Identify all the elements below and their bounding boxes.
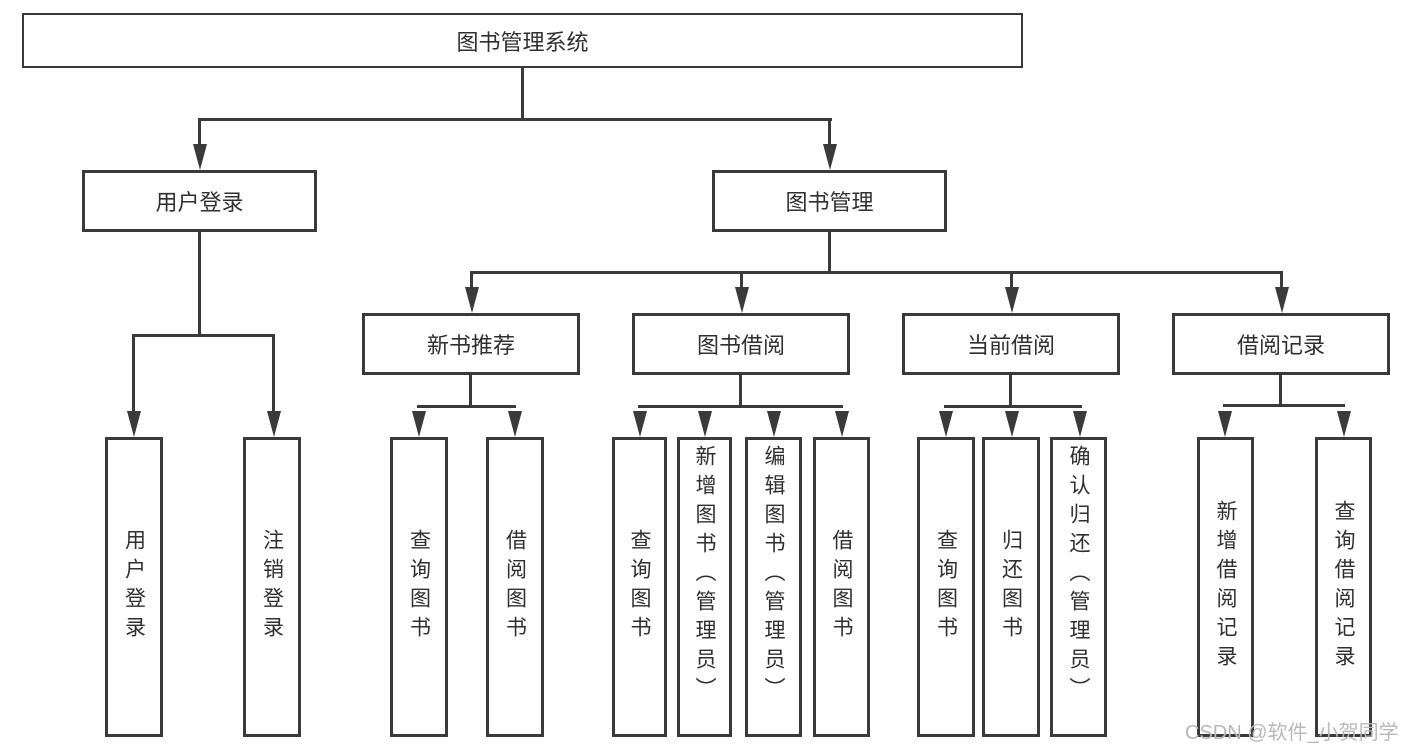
node-edit-book-admin: 编辑图书（管理员） xyxy=(745,437,802,737)
node-label: 归还图书 xyxy=(999,529,1023,645)
node-label: 当前借阅 xyxy=(966,333,1055,358)
connector xyxy=(1010,271,1013,289)
arrowhead-icon xyxy=(1072,411,1087,437)
node-label: 查询图书 xyxy=(407,529,431,645)
node-user-login: 用户登录 xyxy=(82,170,317,232)
arrowhead-icon xyxy=(766,411,781,437)
node-return-book: 归还图书 xyxy=(982,437,1040,737)
arrowhead-icon xyxy=(126,411,141,437)
connector xyxy=(469,375,472,408)
node-query-borrow-record: 查询借阅记录 xyxy=(1315,437,1372,737)
node-label: 查询借阅记录 xyxy=(1332,500,1355,674)
node-label: 借阅图书 xyxy=(503,529,527,645)
connector xyxy=(198,118,832,121)
node-library-management-system: 图书管理系统 xyxy=(22,13,1023,68)
connector xyxy=(132,334,135,412)
connector xyxy=(1279,375,1282,407)
node-query-book-2: 查询图书 xyxy=(612,437,667,737)
node-book-borrowing: 图书借阅 xyxy=(632,313,850,375)
connector xyxy=(944,405,1082,408)
connector xyxy=(740,271,743,289)
arrowhead-icon xyxy=(632,411,647,437)
connector xyxy=(828,118,831,146)
connector xyxy=(739,375,742,408)
arrowhead-icon xyxy=(1336,411,1351,437)
connector xyxy=(198,118,201,146)
node-book-management: 图书管理 xyxy=(712,170,947,232)
arrowhead-icon xyxy=(1004,411,1019,437)
connector xyxy=(521,68,524,118)
node-label: 新书推荐 xyxy=(426,333,515,358)
arrowhead-icon xyxy=(734,287,749,313)
connector xyxy=(1280,271,1283,289)
connector xyxy=(132,334,275,337)
arrowhead-icon xyxy=(697,411,712,437)
connector xyxy=(470,271,473,289)
arrowhead-icon xyxy=(507,411,522,437)
node-label: 借阅图书 xyxy=(830,529,853,645)
arrowhead-icon xyxy=(266,411,281,437)
node-label: 注销登录 xyxy=(260,529,284,645)
node-new-book-recommend: 新书推荐 xyxy=(362,313,580,375)
node-query-book-3: 查询图书 xyxy=(917,437,975,737)
node-current-borrowing: 当前借阅 xyxy=(902,313,1120,375)
connector xyxy=(638,405,843,408)
arrowhead-icon xyxy=(938,411,953,437)
connector xyxy=(417,405,516,408)
connector xyxy=(1009,375,1012,408)
arrowhead-icon xyxy=(192,144,207,170)
connector xyxy=(828,232,831,274)
arrowhead-icon xyxy=(464,287,479,313)
node-label: 图书管理 xyxy=(785,190,874,215)
node-logout: 注销登录 xyxy=(243,437,301,737)
arrowhead-icon xyxy=(1217,411,1232,437)
node-confirm-return-admin: 确认归还（管理员） xyxy=(1050,437,1107,737)
node-label: 用户登录 xyxy=(122,529,146,645)
node-query-book-1: 查询图书 xyxy=(390,437,448,737)
connector xyxy=(198,232,201,337)
node-add-book-admin: 新增图书（管理员） xyxy=(677,437,732,737)
connector xyxy=(470,271,1283,274)
node-user-login-leaf: 用户登录 xyxy=(105,437,163,737)
arrowhead-icon xyxy=(834,411,849,437)
node-borrow-book-1: 借阅图书 xyxy=(486,437,544,737)
node-label: 用户登录 xyxy=(155,190,244,215)
arrowhead-icon xyxy=(411,411,426,437)
node-label: 图书管理系统 xyxy=(456,29,589,55)
node-label: 查询图书 xyxy=(934,529,958,645)
node-label: 确认归还（管理员） xyxy=(1067,445,1090,706)
node-borrowing-records: 借阅记录 xyxy=(1172,313,1390,375)
arrowhead-icon xyxy=(1004,287,1019,313)
arrowhead-icon xyxy=(1274,287,1289,313)
node-borrow-book-2: 借阅图书 xyxy=(813,437,870,737)
connector xyxy=(272,334,275,412)
watermark: CSDN @软件_小贺同学 xyxy=(1185,722,1399,744)
node-label: 图书借阅 xyxy=(696,333,785,358)
arrowhead-icon xyxy=(822,144,837,170)
node-label: 新增图书（管理员） xyxy=(693,445,716,706)
node-label: 编辑图书（管理员） xyxy=(762,445,785,706)
connector xyxy=(1223,404,1345,407)
node-label: 新增借阅记录 xyxy=(1214,500,1237,674)
node-label: 借阅记录 xyxy=(1236,333,1325,358)
node-label: 查询图书 xyxy=(628,529,651,645)
node-add-borrow-record: 新增借阅记录 xyxy=(1197,437,1254,737)
